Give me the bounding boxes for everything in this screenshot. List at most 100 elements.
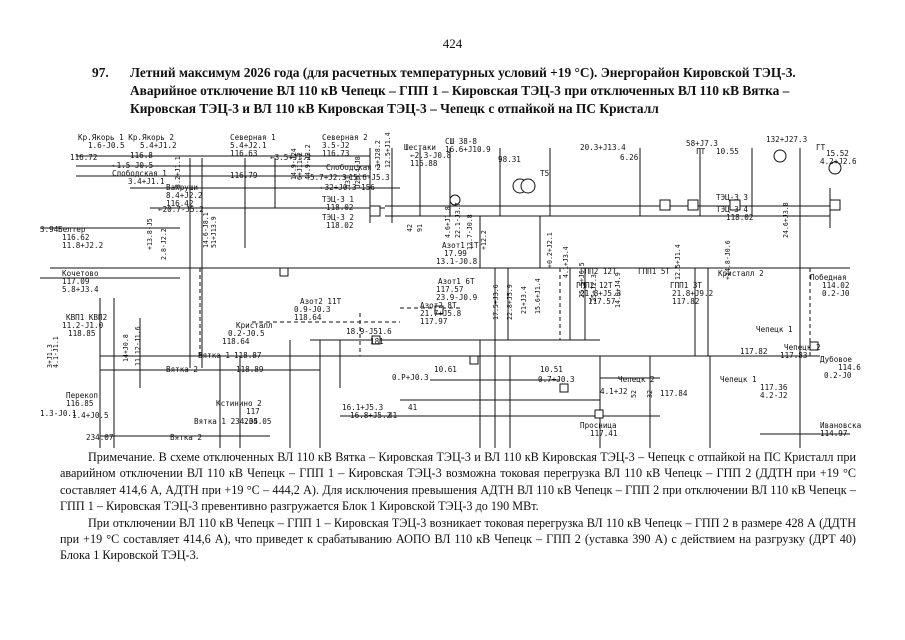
scheme-label-belt-b: 11.8+J2.2 xyxy=(62,241,103,250)
heading-text: Летний максимум 2026 года (для расчетных… xyxy=(130,65,796,116)
scheme-label-sev-a: 5.4+J2.1 xyxy=(230,141,267,150)
scheme-flow-label: 17.5+J3.6 xyxy=(492,284,500,320)
scheme-label-kr-yakor-a: 1.6-J0.5 xyxy=(88,141,125,150)
scheme-label-gt-b: ГТ xyxy=(696,147,706,156)
scheme-label-kapr: Кочетово xyxy=(62,269,99,278)
scheme-label-kvp: КВП1 КВП2 xyxy=(66,313,107,322)
scheme-flow-label: 52 xyxy=(630,390,638,398)
scheme-label-g1051-a: 0.7+J0.3 xyxy=(538,375,575,384)
scheme-label-sev2: Северная 2 xyxy=(322,133,368,142)
scheme-label-g6-b: ГТ xyxy=(816,143,826,152)
scheme-flow-label: 14+J0.8 xyxy=(122,334,130,362)
scheme-flow-label: 32 xyxy=(646,390,654,398)
scheme-label-azot2s: Азот2 8T xyxy=(420,301,457,310)
scheme-dashed-lines xyxy=(199,268,811,356)
scheme-label-tec3-2a: 118.02 xyxy=(326,221,353,230)
scheme-label-tec3-4a: 118.02 xyxy=(726,213,753,222)
scheme-label-sev-c: ←3.5+J1.2 xyxy=(270,153,311,162)
scheme-flow-label: 3+J1.3 xyxy=(46,344,54,368)
scheme-label-g6-d: 4.2+J2.6 xyxy=(820,157,857,166)
scheme-label-slob2-b: ←15.6-J5.3 xyxy=(344,173,390,182)
scheme-label-krist1-b: 118.64 xyxy=(222,337,250,346)
scheme-flow-label: 6+J11.2 xyxy=(296,152,304,180)
scheme-flow-label: +13.8-J5 xyxy=(146,218,154,250)
scheme-label-t-b: 6.26 xyxy=(620,153,639,162)
scheme-label-gt-c: 10.55 xyxy=(716,147,739,156)
scheme-label-cx-a: 16.6+J10.9 xyxy=(445,145,491,154)
scheme-label-kuz-b: 116.42 xyxy=(166,199,193,208)
note-paragraph-1: Примечание. В схеме отключенных ВЛ 110 к… xyxy=(60,450,856,514)
scheme-label-kr-yakor-v: 116.72 xyxy=(70,153,97,162)
scheme-label-azot1s-b: 23.9-J0.9 xyxy=(436,293,478,302)
scheme-flow-label: 44.9-J3.2 xyxy=(304,144,312,180)
scheme-label-vyat2: Вятка 2 xyxy=(166,365,198,374)
scheme-label-pobed-a: 114.02 xyxy=(822,281,849,290)
scheme-flow-label: 24.6+J3.8 xyxy=(782,202,790,238)
scheme-flow-label: 42 xyxy=(406,224,414,232)
scheme-label-g6-c: 15.52 xyxy=(826,149,849,158)
scheme-label-chep-1b-a: 117.36 xyxy=(760,383,788,392)
scheme-flow-label: 25.5+J6.5 xyxy=(578,262,586,298)
scheme-flow-label: 4.1-J1.1 xyxy=(52,336,60,368)
scheme-label-gp: 0.P+J0.3 xyxy=(392,373,429,382)
scheme-flow-label: 91 xyxy=(416,224,424,232)
scheme-label-duby-a: 114.6 xyxy=(838,363,861,372)
scheme-label-kr-yakor-g: 116.8 xyxy=(130,151,153,160)
scheme-label-slob2-a: 5.7+J2.3 xyxy=(310,173,347,182)
scheme-label-kuz-a: 8.4+J2.2 xyxy=(166,191,203,200)
scheme-label-slob1: Слободская 1 xyxy=(112,169,167,178)
scheme-label-azot1-b: 13.1-J0.8 xyxy=(436,257,478,266)
scheme-label-krist1-a: 0.2-J0.5 xyxy=(228,329,265,338)
scheme-label-slob1-a: 3.4+J1.1 xyxy=(128,177,165,186)
scheme-label-gpp1-2t-b: 21.8+J9.2 xyxy=(672,289,713,298)
scheme-flow-label: 21+J3.4 xyxy=(520,286,528,314)
scheme-label-gpp1-5t: ГПП1 5T xyxy=(638,267,670,276)
scheme-label-chep2: Чепецк 2 xyxy=(784,343,821,352)
scheme-flow-label: 12.5+J1.4 xyxy=(674,244,682,280)
scheme-label-vyatka2: Вятка 2 xyxy=(170,433,202,442)
scheme-label-tec3-1a: 118.02 xyxy=(326,203,353,212)
scheme-flow-label: 14.9-J24 xyxy=(290,148,298,180)
figure-heading: 97. Летний максимум 2026 года (для расче… xyxy=(92,64,852,118)
scheme-flow-label: J26.4+J8 xyxy=(354,156,362,188)
scheme-label-cx-b: 98.31 xyxy=(498,155,521,164)
scheme-label-f189: 18.9-J51.6 xyxy=(346,327,392,336)
scheme-label-vyat1: Вятка 1 xyxy=(198,351,230,360)
scheme-flow-label: 3.2+J1.1 xyxy=(174,156,182,188)
scheme-label-pobed-b: 0.2-J0 xyxy=(822,289,850,298)
scheme-label-kapr-a: 117.09 xyxy=(62,277,90,286)
scheme-label-t-a: 20.3+J13.4 xyxy=(580,143,626,152)
note-paragraph-2: При отключении ВЛ 110 кВ Чепецк – ГПП 1 … xyxy=(60,515,856,563)
scheme-label-shest-b: 116.88 xyxy=(410,159,438,168)
scheme-flow-label: 14.9+J4.9 xyxy=(614,272,622,308)
scheme-label-kuz: Вахруши xyxy=(166,183,198,192)
scheme-label-ivan-a: 114.97 xyxy=(820,429,847,438)
scheme-label-pere: Перекоп xyxy=(66,391,98,400)
scheme-label-kstin: Кстинино 2 xyxy=(216,399,262,408)
scheme-label-chep1-a: 117.82 xyxy=(740,347,767,356)
scheme-label-sev-b: 116.63 xyxy=(230,149,257,158)
scheme-label-pobed: Победная xyxy=(810,273,847,282)
scheme-label-gp-a: 10.61 xyxy=(434,365,457,374)
scheme-label-kstin-b: 234.05 xyxy=(244,417,271,426)
heading-number: 97. xyxy=(92,65,109,80)
scheme-flow-label: 14.6-J8.1 xyxy=(202,212,210,248)
scheme-label-gpp2-12t-d: 117.57 xyxy=(588,297,615,306)
scheme-flow-label: 3+J28.2 xyxy=(374,140,382,168)
scheme-label-azot2s-b: 117.97 xyxy=(420,317,447,326)
scheme-label-azot2: Азот2 11T xyxy=(300,297,342,306)
scheme-label-azot1s: Азот1 6T xyxy=(438,277,475,286)
scheme-label-chep-1b: Чепецк 1 xyxy=(720,375,757,384)
scheme-label-shest: Шестаки xyxy=(404,143,436,152)
scheme-flow-label: 22.8+J5.9 xyxy=(506,284,514,320)
scheme-label-vyat2-a: 118.89 xyxy=(236,365,264,374)
scheme-flow-label: 2.8-J2.2 xyxy=(160,228,168,260)
scheme-label-cx: СШ 38-8 xyxy=(445,137,477,146)
scheme-label-chep2-a: 117.83 xyxy=(780,351,807,360)
scheme-label-pros: Просница xyxy=(580,421,617,430)
scheme-label-kstin-a: 117 xyxy=(246,407,260,416)
scheme-flow-label: 4.1+J3.4 xyxy=(562,246,570,278)
scheme-label-tec3-2: ТЭЦ-3 2 xyxy=(322,213,354,222)
scheme-label-gt: 58+J7.3 xyxy=(686,139,718,148)
